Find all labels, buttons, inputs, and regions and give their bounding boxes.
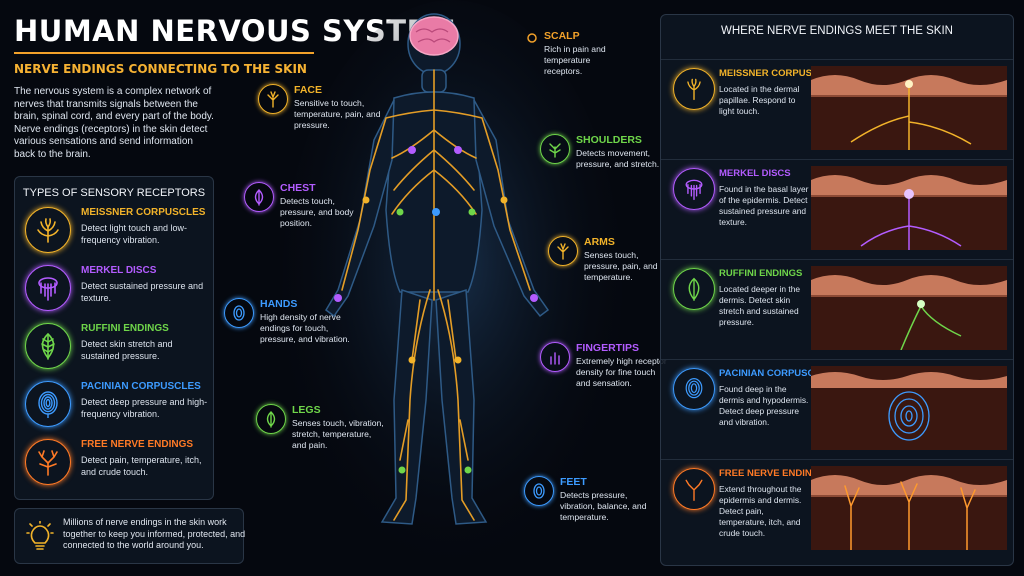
hands-icon <box>224 298 254 328</box>
lightbulb-icon <box>25 520 55 558</box>
receptor-name: RUFFINI ENDINGS <box>81 323 169 334</box>
receptor-desc: Detect pain, temperature, itch, and crud… <box>81 455 202 477</box>
scalp-marker-icon <box>524 30 540 46</box>
receptor-name: MEISSNER CORPUSCLES <box>81 207 206 218</box>
skin-item-desc: Found in the basal layer of the epidermi… <box>719 184 809 227</box>
legs-icon <box>256 404 286 434</box>
label-name: HANDS <box>260 298 298 310</box>
merkel-icon <box>25 265 71 311</box>
skin-cross-section <box>811 366 1007 450</box>
title-underline <box>14 52 314 54</box>
label-desc: Extremely high receptor density for fine… <box>576 356 667 388</box>
receptor-name: MERKEL DISCS <box>81 265 157 276</box>
receptor-free-nerve: FREE NERVE ENDINGS Detect pain, temperat… <box>25 439 211 493</box>
ruffini-icon <box>673 268 715 310</box>
face-icon <box>258 84 288 114</box>
label-fingertips: FINGERTIPS Extremely high receptor densi… <box>540 342 667 418</box>
skin-row-merkel: MERKEL DISCS Found in the basal layer of… <box>661 159 1013 256</box>
skin-cross-section <box>811 66 1007 150</box>
label-shoulders: SHOULDERS Detects movement, pressure, an… <box>540 134 662 194</box>
free-nerve-icon <box>25 439 71 485</box>
receptor-ruffini: RUFFINI ENDINGS Detect skin stretch and … <box>25 323 211 377</box>
label-name: ARMS <box>584 236 615 248</box>
label-hands: HANDS High density of nerve endings for … <box>224 298 356 374</box>
meissner-icon <box>673 68 715 110</box>
receptor-desc: Detect sustained pressure and texture. <box>81 281 204 303</box>
label-chest: CHEST Detects touch, pressure, and body … <box>244 182 376 242</box>
label-name: LEGS <box>292 404 321 416</box>
nerve-network <box>341 69 531 521</box>
shoulders-icon <box>540 134 570 164</box>
merkel-icon <box>673 168 715 210</box>
label-legs: LEGS Senses touch, vibration, stretch, t… <box>256 404 384 480</box>
label-desc: Detects movement, pressure, and stretch. <box>576 148 660 169</box>
skin-item-desc: Located deeper in the dermis. Detect ski… <box>719 284 801 327</box>
body-figure <box>282 0 622 576</box>
label-desc: High density of nerve endings for touch,… <box>260 312 350 344</box>
pacinian-icon <box>25 381 71 427</box>
meissner-icon <box>25 207 71 253</box>
intro-text: The nervous system is a complex network … <box>14 86 214 160</box>
footer-callout: Millions of nerve endings in the skin wo… <box>14 508 245 564</box>
label-desc: Detects pressure, vibration, balance, an… <box>560 490 647 522</box>
receptor-hotspots <box>334 146 538 474</box>
skin-layers-panel: WHERE NERVE ENDINGS MEET THE SKIN MEISSN… <box>660 14 1014 566</box>
skin-item-desc: Located in the dermal papillae. Respond … <box>719 84 800 116</box>
pacinian-icon <box>673 368 715 410</box>
fingertips-icon <box>540 342 570 372</box>
skin-item-desc: Extend throughout the epidermis and derm… <box>719 484 802 538</box>
label-face: FACE Sensitive to touch, temperature, pa… <box>258 84 390 144</box>
label-name: FACE <box>294 84 323 96</box>
skin-item-desc: Found deep in the dermis and hypodermis.… <box>719 384 809 427</box>
receptor-pacinian: PACINIAN CORPUSCLES Detect deep pressure… <box>25 381 211 435</box>
label-desc: Senses touch, pressure, pain, and temper… <box>584 250 658 282</box>
brain <box>409 16 459 56</box>
label-feet: FEET Detects pressure, vibration, balanc… <box>524 476 650 540</box>
free-nerve-icon <box>673 468 715 510</box>
skin-item-name: MERKEL DISCS <box>719 168 791 179</box>
label-desc: Senses touch, vibration, stretch, temper… <box>292 418 384 450</box>
label-name: SCALP <box>544 30 580 42</box>
label-desc: Sensitive to touch, temperature, pain, a… <box>294 98 381 130</box>
page-subtitle: NERVE ENDINGS CONNECTING TO THE SKIN <box>14 62 307 76</box>
receptor-name: FREE NERVE ENDINGS <box>81 439 194 450</box>
arms-icon <box>548 236 578 266</box>
skin-cross-section <box>811 266 1007 350</box>
label-desc: Detects touch, pressure, and body positi… <box>280 196 354 228</box>
footer-text: Millions of nerve endings in the skin wo… <box>63 517 246 551</box>
label-desc: Rich in pain and temperature receptors. <box>544 44 606 76</box>
chest-icon <box>244 182 274 212</box>
skin-row-ruffini: RUFFINI ENDINGS Located deeper in the de… <box>661 259 1013 356</box>
skin-row-free-nerve: FREE NERVE ENDINGS Extend throughout the… <box>661 459 1013 556</box>
skin-cross-section <box>811 166 1007 250</box>
receptor-types-title: TYPES OF SENSORY RECEPTORS <box>22 187 206 199</box>
label-arms: ARMS Senses touch, pressure, pain, and t… <box>548 236 668 300</box>
skin-row-pacinian: PACINIAN CORPUSCLES Found deep in the de… <box>661 359 1013 456</box>
label-name: FINGERTIPS <box>576 342 640 354</box>
label-scalp: SCALP Rich in pain and temperature recep… <box>524 30 644 100</box>
feet-icon <box>524 476 554 506</box>
skin-item-name: MEISSNER CORPUSCLES <box>719 68 838 79</box>
receptor-meissner: MEISSNER CORPUSCLES Detect light touch a… <box>25 207 211 261</box>
skin-item-name: PACINIAN CORPUSCLES <box>719 368 833 379</box>
receptor-types-panel: TYPES OF SENSORY RECEPTORS MEISSNER CORP… <box>14 176 214 500</box>
ruffini-icon <box>25 323 71 369</box>
label-name: SHOULDERS <box>576 134 642 146</box>
receptor-merkel: MERKEL DISCS Detect sustained pressure a… <box>25 265 211 319</box>
skin-item-name: FREE NERVE ENDINGS <box>719 468 826 479</box>
label-name: CHEST <box>280 182 316 194</box>
receptor-desc: Detect skin stretch and sustained pressu… <box>81 339 173 361</box>
receptor-desc: Detect light touch and low-frequency vib… <box>81 223 188 245</box>
skin-panel-title: WHERE NERVE ENDINGS MEET THE SKIN <box>721 25 953 37</box>
label-name: FEET <box>560 476 587 488</box>
skin-item-name: RUFFINI ENDINGS <box>719 268 803 279</box>
skin-cross-section <box>811 466 1007 550</box>
receptor-desc: Detect deep pressure and high-frequency … <box>81 397 208 419</box>
receptor-name: PACINIAN CORPUSCLES <box>81 381 201 392</box>
skin-row-meissner: MEISSNER CORPUSCLES Located in the derma… <box>661 59 1013 156</box>
